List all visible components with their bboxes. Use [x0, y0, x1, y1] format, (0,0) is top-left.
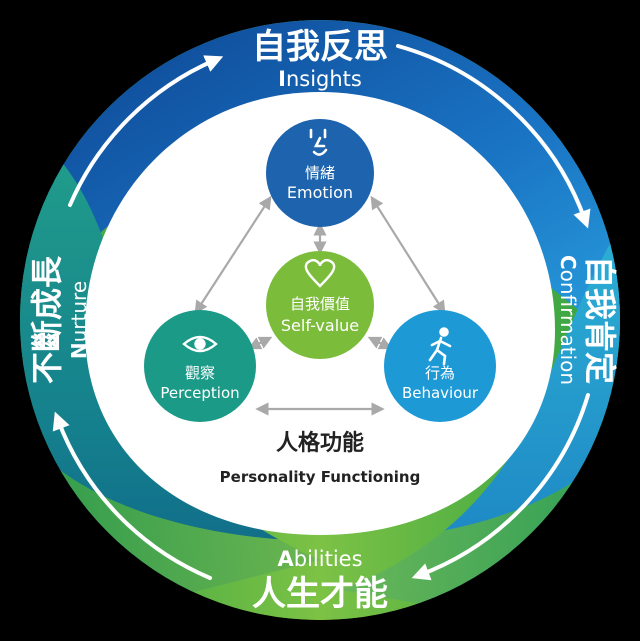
node-emotion: 情緒 Emotion	[266, 119, 374, 227]
svg-text:自我反思: 自我反思	[252, 27, 388, 67]
svg-text:Behaviour: Behaviour	[402, 384, 479, 402]
svg-text:Confirmation: Confirmation	[556, 255, 580, 385]
svg-text:Nurture: Nurture	[67, 281, 91, 359]
cycle-arrows	[52, 44, 591, 581]
label-abilities: Abilities 人生才能	[252, 547, 388, 614]
svg-text:自我肯定: 自我肯定	[581, 256, 619, 384]
svg-text:觀察: 觀察	[185, 364, 215, 382]
svg-text:不斷成長: 不斷成長	[28, 255, 66, 384]
svg-text:行為: 行為	[425, 364, 455, 382]
center-caption: 人格功能 Personality Functioning	[220, 430, 421, 486]
svg-text:Self-value: Self-value	[281, 316, 359, 335]
svg-text:Personality Functioning: Personality Functioning	[220, 468, 421, 486]
label-nurture: 不斷成長 Nurture	[28, 255, 91, 384]
svg-text:Insights: Insights	[278, 67, 362, 91]
connector-arrows	[194, 195, 446, 416]
svg-text:情緒: 情緒	[305, 164, 335, 182]
label-confirmation: 自我肯定 Confirmation	[556, 255, 619, 385]
face-icon	[309, 128, 328, 156]
svg-text:人生才能: 人生才能	[252, 574, 388, 614]
eye-icon	[182, 335, 218, 353]
svg-text:自我價值: 自我價值	[290, 295, 350, 313]
label-insights: 自我反思 Insights	[252, 27, 388, 91]
heart-icon	[304, 259, 336, 288]
node-self-value: 自我價值 Self-value	[266, 251, 374, 359]
svg-text:人格功能: 人格功能	[276, 430, 364, 456]
svg-text:Emotion: Emotion	[287, 183, 353, 202]
svg-text:Perception: Perception	[160, 384, 239, 402]
svg-text:Abilities: Abilities	[277, 547, 362, 571]
running-icon	[428, 327, 452, 366]
node-behaviour: 行為 Behaviour	[384, 310, 496, 422]
node-perception: 觀察 Perception	[144, 310, 256, 422]
